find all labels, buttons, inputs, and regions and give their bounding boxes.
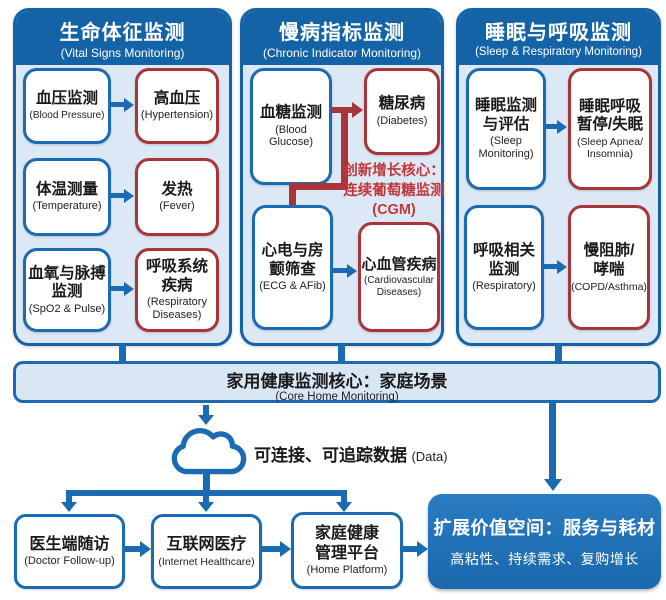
box-label-zh: 睡眠呼吸 暂停/失眠 [576,97,644,134]
connector-panel1-band [119,344,126,363]
arrow-band-to-value [549,402,556,480]
box-label-zh: 体温测量 [35,180,98,198]
box-doctor-followup: 医生端随访 (Doctor Follow-up) [14,514,125,589]
arrow-ecg-to-cardio [333,268,347,273]
box-label-zh: 血压监测 [35,90,98,108]
box-label-en: (Blood Pressure) [29,110,105,122]
box-copd-asthma: 慢阻肺/ 哮喘 (COPD/Asthma) [568,205,650,330]
cgm-annotation: 创新增长核心： 连续葡萄糖监测 (CGM) [343,163,445,219]
box-respiratory-monitoring: 呼吸相关 监测 (Respiratory) [464,205,544,330]
box-cardiovascular-diseases: 心血管疾病 (Cardiovascular Diseases) [358,222,440,332]
box-label-zh: 睡眠监测 与评估 [474,97,537,133]
box-label-en: (Doctor Follow-up) [24,555,115,568]
box-blood-glucose: 血糖监测 (Blood Glucose) [250,68,332,185]
connector-panel3-band [555,344,562,363]
cloud-label-en: (Data) [411,449,448,464]
box-label-zh: 呼吸相关 监测 [472,242,535,278]
arrow-bp-to-hypertension [111,102,124,107]
arrow-band-to-cloud [203,405,209,416]
box-label-zh: 糖尿病 [378,95,426,113]
cloud-label: 可连接、可追踪数据 (Data) [254,441,448,466]
box-sleep-apnea-insomnia: 睡眠呼吸 暂停/失眠 (Sleep Apnea/ Insomnia) [568,68,652,190]
box-label-en: (Blood Glucose) [268,123,314,149]
box-label-en: (ECG & AFib) [259,280,326,293]
cloud-icon [171,428,247,475]
box-label-zh: 发热 [161,180,193,198]
panel-title: 睡眠与呼吸监测 [485,22,632,44]
box-sleep-monitoring: 睡眠监测 与评估 (Sleep Monitoring) [466,68,546,190]
cgm-connector-vertical [341,107,348,190]
box-internet-healthcare: 互联网医疗 (Internet Healthcare) [151,514,262,589]
core-home-band: 家用健康监测核心：家庭场景 (Core Home Monitoring) [13,361,661,403]
panel-subtitle: (Sleep & Respiratory Monitoring) [475,46,642,58]
arrow-sleep-to-apnea [546,124,557,129]
box-label-en: (Sleep Apnea/ Insomnia) [577,136,643,161]
box-label-en: (Sleep Monitoring) [478,135,534,161]
panel-sleep-header: 睡眠与呼吸监测 (Sleep & Respiratory Monitoring) [459,11,658,65]
connector-cloud-trunk [203,470,210,492]
value-box-title: 扩展价值空间：服务与耗材 [433,518,656,538]
box-label-zh: 医生端随访 [29,536,110,554]
box-label-zh: 互联网医疗 [166,536,247,554]
box-label-en: (Cardiovascular Diseases) [363,275,435,298]
box-label-zh: 心血管疾病 [361,256,437,273]
box-home-platform: 家庭健康 管理平台 (Home Platform) [291,512,403,589]
cloud-label-zh: 可连接、可追踪数据 [254,446,407,465]
panel-subtitle: (Chronic Indicator Monitoring) [262,46,422,60]
arrow-to-platform [341,490,347,503]
panel-title: 慢病指标监测 [279,22,405,44]
arrow-doctor-to-internet [125,546,140,552]
cgm-connector-drop [289,183,296,207]
box-temperature: 体温测量 (Temperature) [23,158,111,236]
box-label-en: (COPD/Asthma) [571,280,647,293]
value-box-subtitle: 高粘性、持续需求、复购增长 [450,551,639,567]
box-ecg-afib: 心电与房 颤筛查 (ECG & AFib) [252,205,333,330]
value-expansion-box: 扩展价值空间：服务与耗材 高粘性、持续需求、复购增长 [428,494,661,589]
band-title: 家用健康监测核心：家庭场景 [226,372,448,391]
cgm-connector-horizontal [289,183,348,190]
box-label-en: (Fever) [159,200,195,213]
box-spo2-pulse: 血氧与脉搏 监测 (SpO2 & Pulse) [23,248,111,332]
box-label-zh: 血糖监测 [259,104,322,122]
box-label-en: (Respiratory) [472,280,536,293]
arrow-internet-to-platform [262,546,280,552]
panel-vital-signs-header: 生命体征监测 (Vital Signs Monitoring) [16,11,229,65]
box-label-en: (Internet Healthcare) [158,555,255,568]
arrow-respiratory-to-copd [544,264,557,269]
box-label-en: (Temperature) [32,200,102,213]
box-label-zh: 心电与房 颤筛查 [261,242,324,278]
box-label-zh: 家庭健康 管理平台 [314,525,379,562]
box-label-en: (Home Platform) [306,563,388,576]
box-label-zh: 慢阻肺/ 哮喘 [583,242,635,278]
box-fever: 发热 (Fever) [135,158,219,236]
box-label-zh: 呼吸系统 疾病 [145,258,208,294]
box-label-en: (SpO2 & Pulse) [28,302,106,315]
arrow-spo2-to-respiratory [111,286,124,291]
box-label-zh: 高血压 [153,89,201,107]
box-respiratory-diseases: 呼吸系统 疾病 (Respiratory Diseases) [135,248,219,332]
panel-title: 生命体征监测 [59,22,186,44]
box-diabetes: 糖尿病 (Diabetes) [364,68,440,155]
box-label-zh: 血氧与脉搏 监测 [28,264,106,301]
arrow-to-doctor [66,490,72,503]
panel-chronic-header: 慢病指标监测 (Chronic Indicator Monitoring) [243,11,441,65]
arrow-to-internet [203,490,209,503]
band-subtitle: (Core Home Monitoring) [275,391,399,403]
box-label-en: (Respiratory Diseases) [147,296,207,322]
panel-subtitle: (Vital Signs Monitoring) [60,46,185,60]
box-label-en: (Diabetes) [376,114,428,127]
box-hypertension: 高血压 (Hypertension) [135,68,219,144]
arrow-platform-to-value [403,546,417,552]
arrow-temp-to-fever [111,193,124,198]
box-blood-pressure-monitoring: 血压监测 (Blood Pressure) [23,68,111,144]
box-label-en: (Hypertension) [140,109,214,122]
connector-panel2-band [338,344,345,363]
